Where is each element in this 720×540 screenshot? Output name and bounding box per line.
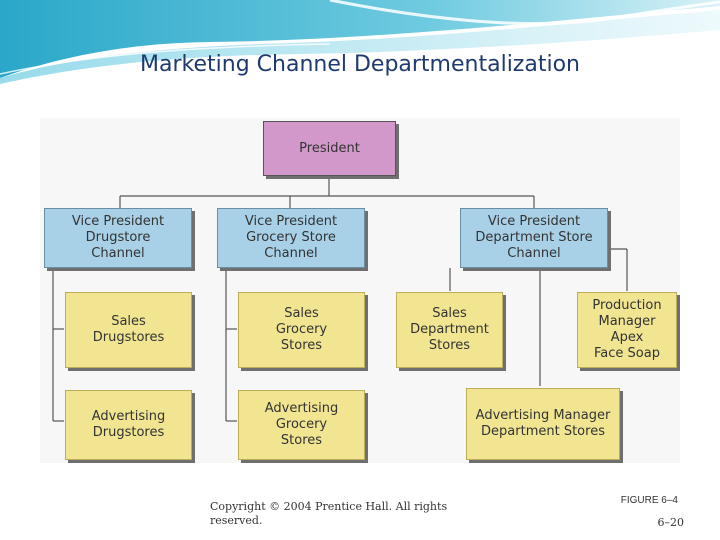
copyright-notice: Copyright © 2004 Prentice Hall. All righ…: [210, 500, 448, 527]
advertising-drugstores-box: Advertising Drugstores: [65, 390, 192, 460]
vp-drugstore-channel-box: Vice President Drugstore Channel: [44, 208, 192, 268]
figure-label: FIGURE 6–4: [620, 495, 678, 506]
advertising-grocery-stores-box: Advertising Grocery Stores: [238, 390, 365, 460]
vp-grocery-store-channel-box: Vice President Grocery Store Channel: [217, 208, 365, 268]
advertising-manager-department-stores-box: Advertising Manager Department Stores: [466, 388, 620, 460]
sales-department-stores-box: Sales Department Stores: [396, 292, 503, 368]
header-swoosh-graphic: [0, 0, 720, 84]
president-box: President: [263, 121, 396, 176]
org-chart-connectors: [52, 176, 628, 422]
vp-department-store-channel-box: Vice President Department Store Channel: [460, 208, 608, 268]
page-title: Marketing Channel Departmentalization: [140, 52, 580, 77]
sales-grocery-stores-box: Sales Grocery Stores: [238, 292, 365, 368]
production-manager-apex-face-soap-box: Production Manager Apex Face Soap: [577, 292, 677, 368]
sales-drugstores-box: Sales Drugstores: [65, 292, 192, 368]
page-number: 6–20: [657, 516, 685, 529]
